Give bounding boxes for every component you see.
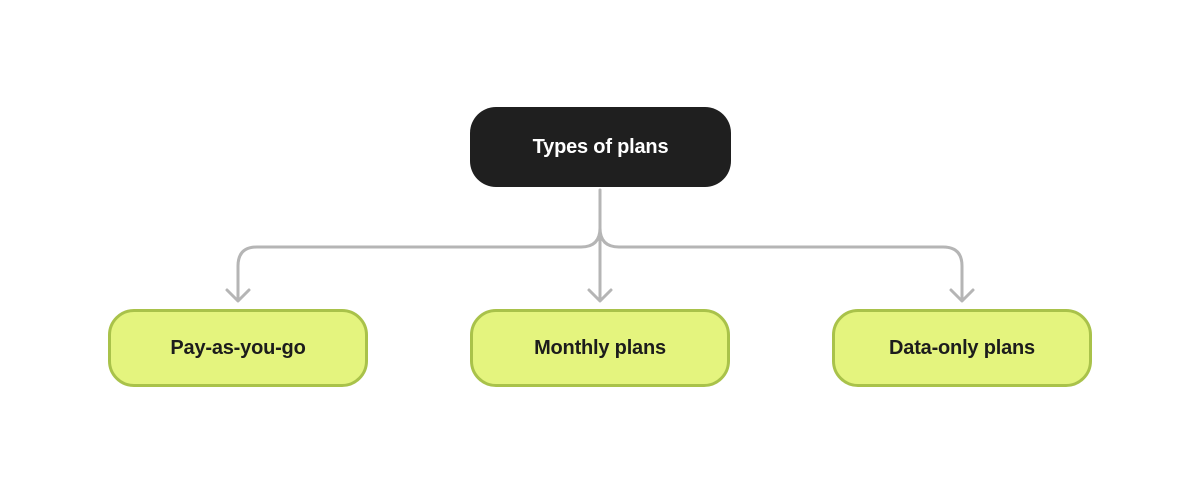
connector-branch-left (236, 226, 602, 302)
child-node-label: Pay-as-you-go (170, 336, 306, 359)
child-node-monthly-plans[interactable]: Monthly plans (470, 309, 730, 387)
child-node-data-only-plans[interactable]: Data-only plans (832, 309, 1092, 387)
root-node[interactable]: Types of plans (470, 107, 731, 187)
child-node-label: Data-only plans (889, 336, 1035, 359)
arrowhead-right (949, 288, 975, 303)
child-node-pay-as-you-go[interactable]: Pay-as-you-go (108, 309, 368, 387)
child-node-label: Monthly plans (534, 336, 666, 359)
root-node-label: Types of plans (532, 135, 669, 158)
arrowhead-left (225, 288, 251, 303)
arrowhead-center (587, 288, 613, 303)
connector-branch-right (598, 226, 964, 302)
